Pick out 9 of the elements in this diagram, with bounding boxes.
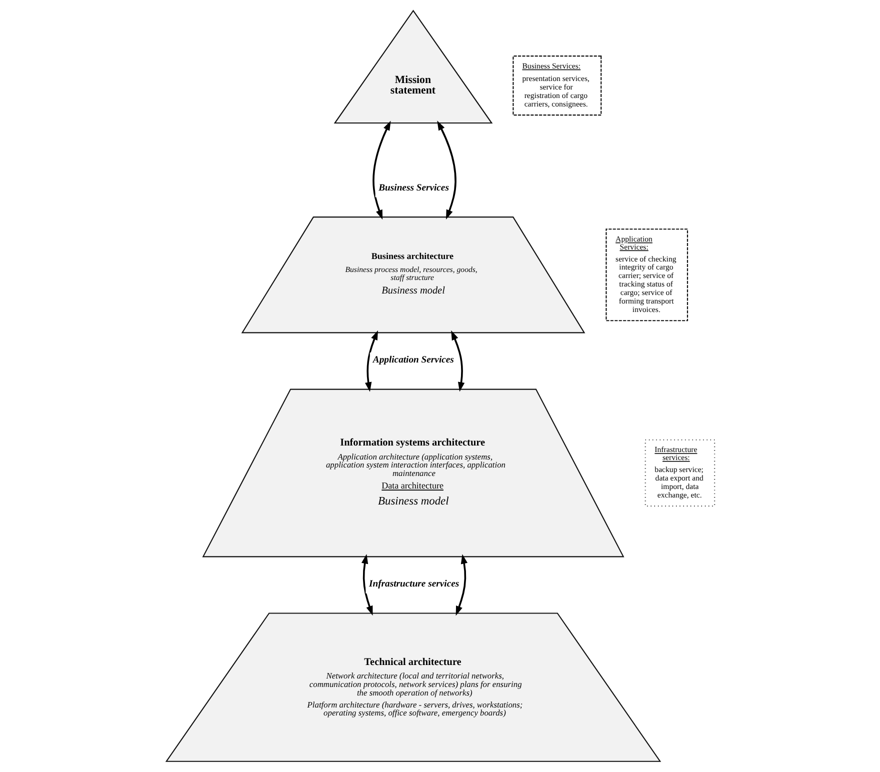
edge-label: Infrastructure services — [368, 578, 459, 590]
arrow — [436, 120, 456, 220]
arrow — [372, 120, 390, 220]
edge-label: Application Services — [372, 354, 454, 366]
arrow — [360, 554, 372, 616]
arrow — [364, 330, 378, 392]
arrow — [455, 554, 468, 616]
edge-label: Business Services — [378, 182, 448, 194]
arrow — [450, 330, 464, 392]
